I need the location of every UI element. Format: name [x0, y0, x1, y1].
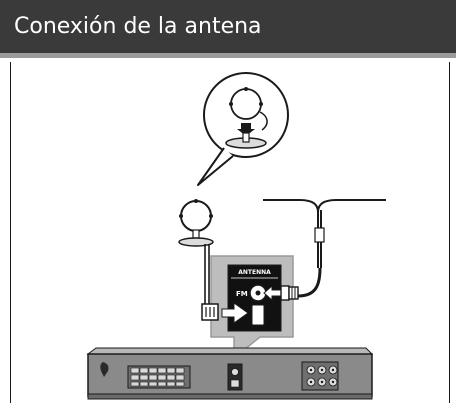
- frame-border-left: [10, 62, 11, 403]
- antenna-label: ANTENNA: [238, 269, 271, 276]
- push-arrow-icon: [221, 302, 249, 324]
- push-arrow-icon: [237, 123, 255, 136]
- coaxial-plug-icon: [280, 285, 299, 301]
- loop-antenna-connector-icon: [201, 303, 219, 321]
- page-title: Conexión de la antena: [14, 14, 262, 39]
- fm-loop-antenna-icon: [178, 199, 214, 247]
- loop-antenna-detail-callout: [197, 72, 289, 186]
- page-header: Conexión de la antena: [0, 0, 456, 58]
- fan-vent-icon: [100, 362, 109, 377]
- speaker-terminals: [127, 365, 191, 389]
- frame-border-right: [449, 62, 450, 403]
- loop-antenna-jack: [251, 304, 265, 326]
- fm-label: FM: [236, 290, 248, 298]
- av-jacks: [301, 361, 339, 391]
- fm-wire-antenna-icon: [263, 199, 386, 298]
- receiver-back-panel: [86, 347, 374, 400]
